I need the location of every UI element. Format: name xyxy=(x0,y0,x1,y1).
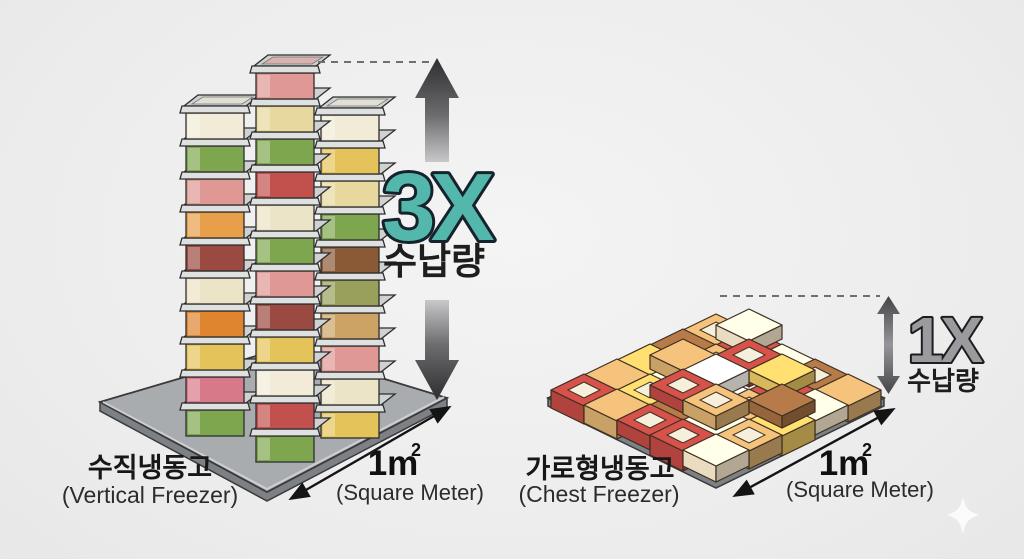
height-arrow-up xyxy=(415,58,459,162)
left-area-value: 1m xyxy=(368,444,419,483)
sparkle-icon xyxy=(947,497,979,534)
left-area-arrow xyxy=(288,405,452,501)
freezer-container xyxy=(179,94,262,140)
right-area-arrow xyxy=(732,407,896,498)
multiplier-1x: 1X xyxy=(908,304,984,376)
freezer-container xyxy=(314,96,397,142)
left-area-caption: (Square Meter) xyxy=(336,480,484,505)
right-title-en: (Chest Freezer) xyxy=(518,481,679,507)
left-title-ko: 수직냉동고 xyxy=(88,453,212,483)
multiplier-3x: 3X xyxy=(382,154,494,261)
right-title-ko: 가로형냉동고 xyxy=(525,454,674,484)
left-title-en: (Vertical Freezer) xyxy=(62,482,238,508)
height-arrow-down xyxy=(415,300,459,400)
capacity-label-left: 수납량 xyxy=(383,241,485,282)
container-stack xyxy=(179,54,397,463)
right-area-exponent: 2 xyxy=(862,440,872,460)
freezer-container xyxy=(249,54,332,100)
right-area-value: 1m xyxy=(819,444,870,483)
vertical-freezer-scene: 3X 수납량 1m 2 (Square Meter) 수직냉동고 (Vertic… xyxy=(62,54,503,508)
height-arrow-both xyxy=(877,296,900,394)
chest-freezer-scene: 1X 수납량 1m 2 (Square Meter) 가로형냉동고 (Chest… xyxy=(518,295,988,507)
capacity-label-right: 수납량 xyxy=(907,366,979,396)
right-area-caption: (Square Meter) xyxy=(786,477,934,502)
left-area-exponent: 2 xyxy=(411,440,421,460)
